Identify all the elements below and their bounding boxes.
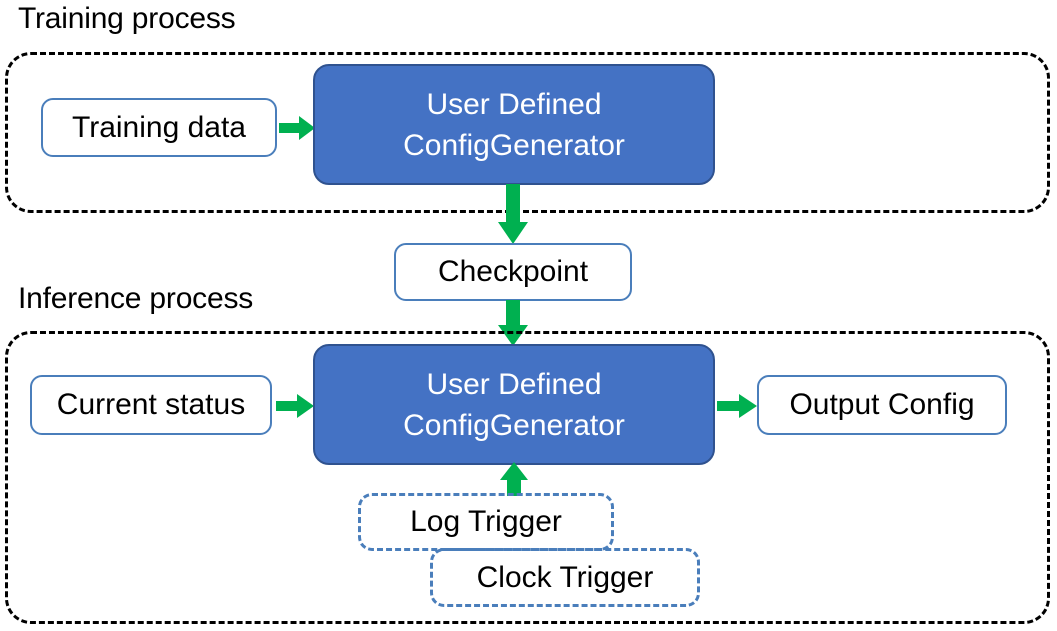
- inference-process-group: [5, 331, 1050, 624]
- node-training-config-generator[interactable]: User Defined ConfigGenerator: [313, 64, 715, 185]
- node-current-status[interactable]: Current status: [30, 375, 272, 435]
- node-log-trigger-label: Log Trigger: [410, 505, 562, 538]
- node-clock-trigger[interactable]: Clock Trigger: [430, 548, 700, 607]
- node-current-status-label: Current status: [56, 388, 246, 421]
- node-inference-config-generator[interactable]: User Defined ConfigGenerator: [313, 344, 715, 465]
- node-checkpoint-label: Checkpoint: [437, 255, 589, 288]
- node-training-data-label: Training data: [72, 110, 246, 144]
- node-training-data[interactable]: Training data: [41, 98, 277, 157]
- node-clock-trigger-label: Clock Trigger: [476, 560, 654, 594]
- node-training-config-generator-line1: User Defined: [426, 87, 602, 121]
- node-output-config[interactable]: Output Config: [757, 375, 1007, 435]
- node-inference-config-generator-line1: User Defined: [426, 367, 602, 401]
- node-log-trigger[interactable]: Log Trigger: [358, 493, 614, 551]
- section-label-inference: Inference process: [18, 282, 254, 315]
- node-inference-config-generator-line2: ConfigGenerator: [403, 408, 625, 442]
- node-output-config-label: Output Config: [789, 388, 975, 421]
- section-label-training: Training process: [18, 2, 236, 35]
- node-checkpoint[interactable]: Checkpoint: [394, 243, 632, 301]
- node-training-config-generator-line2: ConfigGenerator: [403, 128, 625, 162]
